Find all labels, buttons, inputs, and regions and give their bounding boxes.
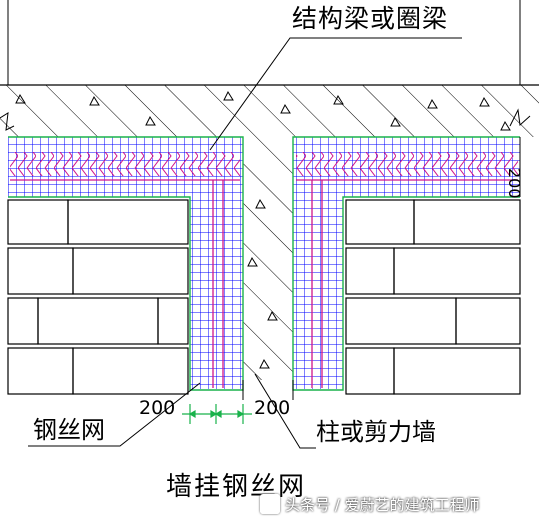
brick-wall (7, 199, 521, 395)
dimension-left: 200 (139, 397, 176, 419)
leader-lines (28, 37, 462, 449)
dimension-side: 200 (505, 168, 524, 199)
break-mark-left (0, 112, 15, 131)
concrete-beam-and-column (0, 84, 539, 380)
label-structural-beam: 结构梁或圈梁 (292, 4, 449, 33)
dimension-line (182, 404, 252, 424)
break-mark-right (509, 108, 531, 127)
wire-mesh (8, 136, 520, 391)
watermark-text: 头条号 / 爱蔚艺的建筑工程师 (285, 495, 480, 514)
column-base-lines (242, 380, 294, 400)
dimension-right: 200 (254, 397, 291, 419)
label-column-or-shear-wall: 柱或剪力墙 (316, 418, 436, 446)
watermark: 头条号 / 爱蔚艺的建筑工程师 (260, 491, 480, 517)
label-wire-mesh: 钢丝网 (33, 416, 105, 444)
watermark-logo-icon (260, 494, 280, 514)
figure-title: 墙挂钢丝网 (166, 472, 307, 502)
